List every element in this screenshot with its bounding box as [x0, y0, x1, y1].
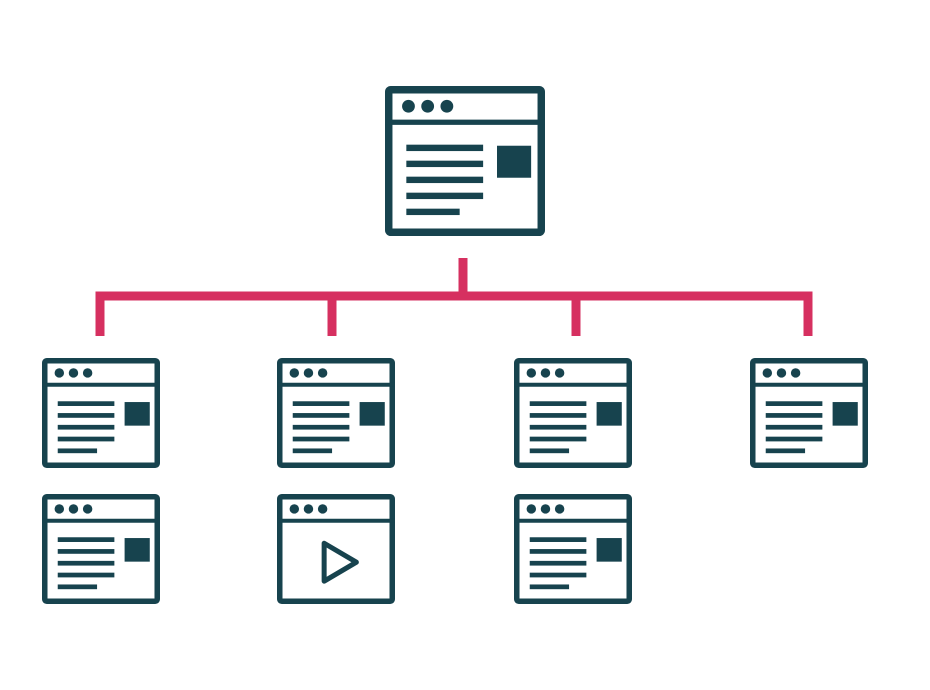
page-icons — [41, 85, 869, 605]
image-block — [497, 145, 532, 178]
window-dot-1 — [289, 368, 300, 378]
window-dot-3 — [82, 504, 93, 514]
window-dot-3 — [317, 368, 328, 378]
text-line-4 — [292, 436, 350, 442]
image-block — [124, 402, 150, 426]
text-line-3 — [292, 424, 350, 430]
play-icon — [321, 540, 359, 584]
text-line-2 — [765, 413, 823, 418]
sub-page-icon-3 — [513, 493, 633, 605]
child-page-icon-4 — [749, 357, 869, 469]
hierarchy-connectors — [95, 258, 813, 336]
text-line-1 — [57, 401, 115, 406]
text-line-3 — [57, 424, 115, 430]
window-dot-1 — [762, 368, 773, 378]
text-line-5 — [57, 448, 98, 454]
text-line-3 — [529, 424, 587, 430]
text-line-1 — [765, 401, 823, 406]
text-line-3 — [406, 176, 484, 184]
root-page-icon — [384, 85, 546, 237]
text-line-5 — [57, 584, 98, 590]
image-block — [124, 538, 150, 562]
image-block — [596, 538, 622, 562]
text-line-4 — [57, 572, 115, 578]
text-line-2 — [406, 160, 484, 168]
window-dot-1 — [526, 504, 537, 514]
window-dot-2 — [540, 368, 551, 378]
text-line-5 — [529, 448, 570, 454]
text-line-4 — [529, 436, 587, 442]
window-dot-1 — [289, 504, 300, 514]
child-page-icon-3 — [513, 357, 633, 469]
image-block — [359, 402, 385, 426]
window-dot-2 — [540, 504, 551, 514]
text-line-5 — [765, 448, 806, 454]
child-page-icon-2 — [276, 357, 396, 469]
window-dot-1 — [402, 99, 415, 113]
window-dot-3 — [554, 504, 565, 514]
text-line-1 — [292, 401, 350, 406]
child-page-icon-1 — [41, 357, 161, 469]
text-line-1 — [406, 144, 484, 152]
window-dot-2 — [421, 99, 435, 113]
text-line-1 — [529, 401, 587, 406]
window-dot-2 — [68, 368, 79, 378]
video-page-icon-2 — [276, 493, 396, 605]
window-dot-3 — [440, 99, 454, 113]
text-line-1 — [57, 537, 115, 542]
text-line-4 — [765, 436, 823, 442]
window-dot-2 — [303, 368, 314, 378]
window-dot-3 — [82, 368, 93, 378]
text-line-3 — [765, 424, 823, 430]
text-line-5 — [406, 208, 460, 216]
text-line-5 — [529, 584, 570, 590]
text-line-2 — [57, 413, 115, 418]
text-line-5 — [292, 448, 333, 454]
text-line-2 — [57, 549, 115, 554]
image-block — [832, 402, 858, 426]
window-dot-1 — [54, 368, 65, 378]
window-dot-2 — [303, 504, 314, 514]
text-line-2 — [529, 413, 587, 418]
window-dot-1 — [526, 368, 537, 378]
window-dot-3 — [317, 504, 328, 514]
window-dot-2 — [68, 504, 79, 514]
text-line-3 — [57, 560, 115, 566]
text-line-1 — [529, 537, 587, 542]
window-dot-3 — [790, 368, 801, 378]
window-dot-3 — [554, 368, 565, 378]
text-line-2 — [529, 549, 587, 554]
image-block — [596, 402, 622, 426]
text-line-4 — [406, 192, 484, 200]
text-line-4 — [529, 572, 587, 578]
text-line-2 — [292, 413, 350, 418]
text-line-4 — [57, 436, 115, 442]
sub-page-icon-1 — [41, 493, 161, 605]
window-dot-2 — [776, 368, 787, 378]
window-dot-1 — [54, 504, 65, 514]
text-line-3 — [529, 560, 587, 566]
